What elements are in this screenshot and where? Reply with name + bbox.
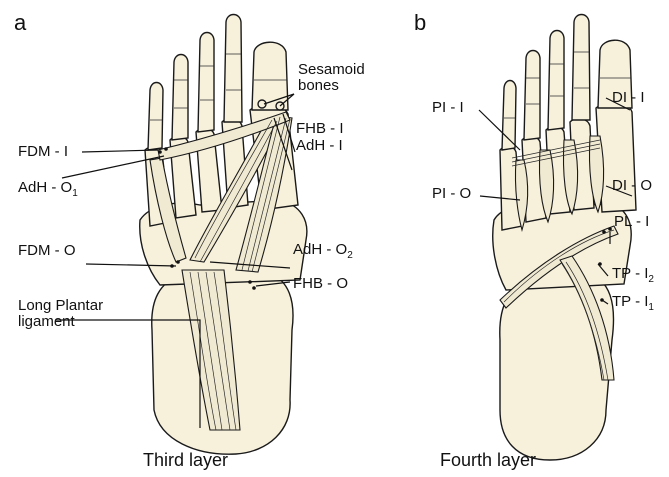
label-adh-o1-text: AdH - O xyxy=(18,179,72,196)
panel-a-letter: a xyxy=(14,10,26,36)
panel-b-toe-2 xyxy=(572,15,590,121)
label-adh-o1-sub: 1 xyxy=(72,188,78,199)
panel-a-toe-3 xyxy=(198,33,214,133)
label-pi-i: PI - I xyxy=(432,100,464,116)
label-fhb-i: FHB - I xyxy=(296,121,344,137)
label-adh-o2-sub: 2 xyxy=(347,250,353,261)
panel-a-toe-4 xyxy=(172,55,188,141)
panel-b-foot-drawing xyxy=(493,15,636,461)
panel-b-letter: b xyxy=(414,10,426,36)
label-adh-o2: AdH - O2 xyxy=(293,242,353,264)
label-tp-i1-sub: 1 xyxy=(648,302,654,313)
label-sesamoid-line1: Sesamoid xyxy=(298,62,365,78)
panel-b-toe-4 xyxy=(524,51,540,141)
label-fhb-o: FHB - O xyxy=(293,276,348,292)
label-lpl-line2: ligament xyxy=(18,314,103,330)
label-tp-i2-sub: 2 xyxy=(648,274,654,285)
label-tp-i2-text: TP - I xyxy=(612,265,648,282)
panel-a-toe-2 xyxy=(224,15,242,123)
label-lpl-line1: Long Plantar xyxy=(18,298,103,314)
label-pl-i: PL - I xyxy=(614,214,649,230)
label-adh-o2-text: AdH - O xyxy=(293,241,347,258)
panel-a-toe-5 xyxy=(148,83,163,151)
label-tp-i1: TP - I1 xyxy=(612,294,654,316)
label-sesamoid-bones: Sesamoid bones xyxy=(298,62,365,94)
label-di-i: DI - I xyxy=(612,90,645,106)
panel-a-caption: Third layer xyxy=(143,450,228,471)
panel-b-caption: Fourth layer xyxy=(440,450,536,471)
label-sesamoid-line2: bones xyxy=(298,78,365,94)
label-long-plantar-ligament: Long Plantar ligament xyxy=(18,298,103,330)
panel-b-toe-3 xyxy=(548,31,564,131)
label-adh-o1: AdH - O1 xyxy=(18,180,78,202)
panel-a-foot-drawing xyxy=(140,15,307,455)
label-fdm-o: FDM - O xyxy=(18,243,76,259)
label-pi-o: PI - O xyxy=(432,186,471,202)
label-fdm-i: FDM - I xyxy=(18,144,68,160)
label-di-o: DI - O xyxy=(612,178,652,194)
label-adh-i: AdH - I xyxy=(296,138,343,154)
label-tp-i1-text: TP - I xyxy=(612,293,648,310)
panel-a-toe-1 xyxy=(252,42,288,110)
label-tp-i2: TP - I2 xyxy=(612,266,654,288)
